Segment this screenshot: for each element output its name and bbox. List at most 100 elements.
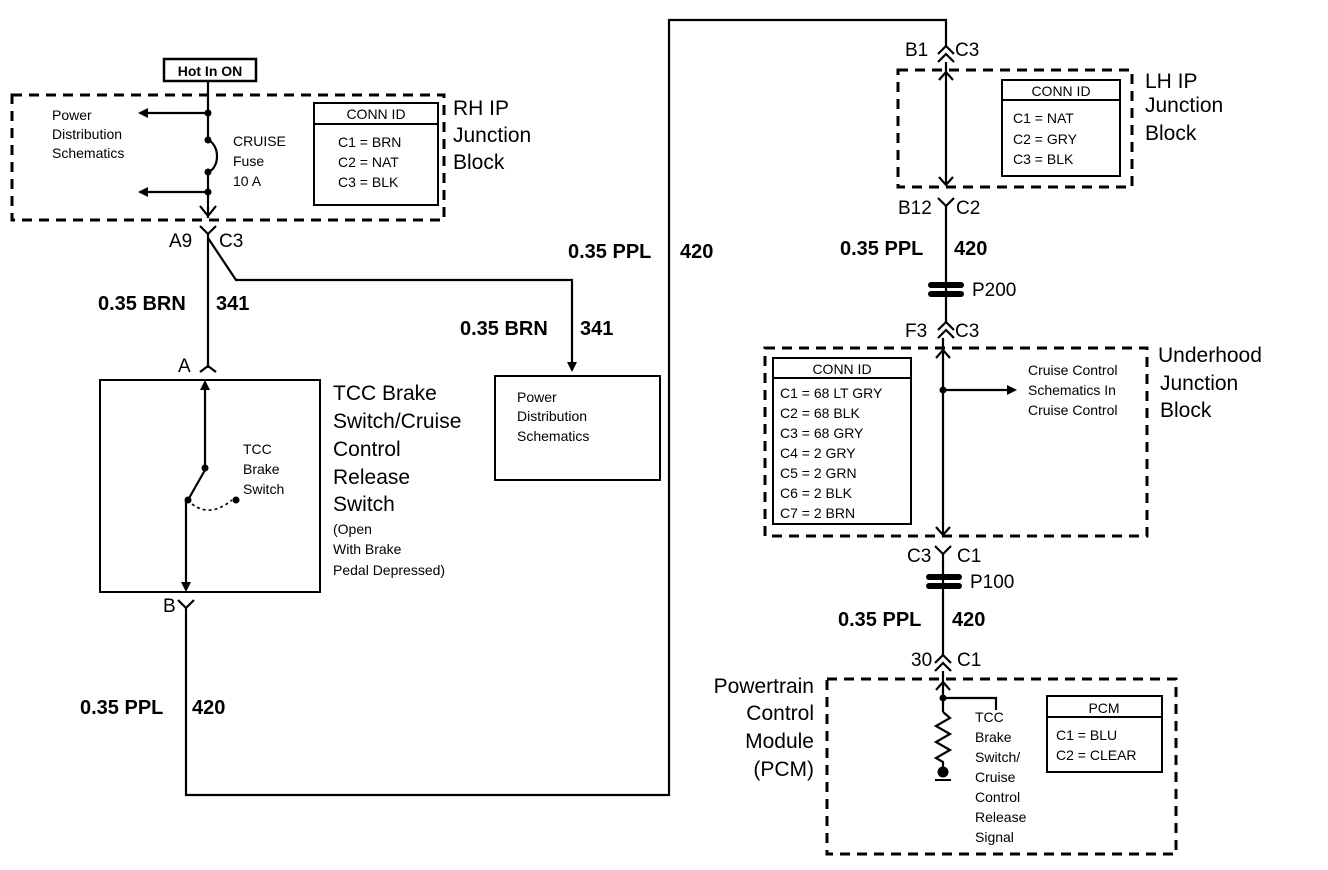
- svg-text:Junction: Junction: [1145, 94, 1223, 117]
- svg-text:LH IP: LH IP: [1145, 70, 1198, 93]
- svg-text:C3 = 68 GRY: C3 = 68 GRY: [780, 425, 864, 441]
- svg-text:P200: P200: [972, 280, 1016, 301]
- powertrain-control-module: Powertrain Control Module (PCM) TCC Brak…: [714, 671, 1178, 856]
- svg-text:Brake: Brake: [243, 461, 280, 477]
- svg-text:Switch: Switch: [243, 481, 284, 497]
- svg-text:C3: C3: [955, 40, 979, 61]
- svg-text:341: 341: [216, 293, 249, 315]
- svg-text:Junction: Junction: [1160, 372, 1238, 395]
- splice-p100: P100: [926, 572, 1014, 593]
- svg-text:TCC: TCC: [975, 709, 1004, 725]
- svg-text:0.35 PPL: 0.35 PPL: [568, 241, 651, 263]
- connector-b12-c2: B12 C2: [898, 197, 980, 219]
- svg-text:Hot In ON: Hot In ON: [178, 63, 243, 79]
- svg-text:RH IP: RH IP: [453, 97, 509, 120]
- svg-text:Cruise Control: Cruise Control: [1028, 402, 1117, 418]
- svg-text:TCC Brake: TCC Brake: [333, 382, 437, 405]
- cruise-fuse: [138, 81, 219, 218]
- svg-text:Block: Block: [1145, 122, 1197, 145]
- wire-label-ppl-top: 0.35 PPL 420: [568, 241, 713, 263]
- svg-text:CONN ID: CONN ID: [346, 106, 405, 122]
- svg-text:Schematics: Schematics: [517, 428, 589, 444]
- svg-text:Cruise Control: Cruise Control: [1028, 362, 1117, 378]
- svg-text:341: 341: [580, 318, 613, 340]
- svg-text:Module: Module: [745, 730, 814, 753]
- svg-text:Power: Power: [52, 107, 92, 123]
- svg-text:10 A: 10 A: [233, 173, 262, 189]
- svg-text:C5 = 2 GRN: C5 = 2 GRN: [780, 465, 857, 481]
- svg-text:Block: Block: [1160, 399, 1212, 422]
- svg-text:C6 = 2 BLK: C6 = 2 BLK: [780, 485, 853, 501]
- svg-text:Brake: Brake: [975, 729, 1012, 745]
- svg-text:0.35 PPL: 0.35 PPL: [838, 609, 921, 631]
- svg-text:C3 = BLK: C3 = BLK: [1013, 151, 1074, 167]
- svg-text:Release: Release: [333, 466, 410, 489]
- svg-text:C2 = 68 BLK: C2 = 68 BLK: [780, 405, 860, 421]
- svg-text:C3 = BLK: C3 = BLK: [338, 174, 399, 190]
- svg-text:C1 = BLU: C1 = BLU: [1056, 727, 1117, 743]
- svg-text:C1: C1: [957, 546, 981, 567]
- svg-text:C2 = NAT: C2 = NAT: [338, 154, 399, 170]
- svg-text:B12: B12: [898, 198, 932, 219]
- svg-text:C7 = 2 BRN: C7 = 2 BRN: [780, 505, 855, 521]
- wire-label-ppl-lh: 0.35 PPL 420: [840, 238, 987, 260]
- wire-label-brn-left: 0.35 BRN 341: [98, 293, 249, 315]
- rh-conn-id-table: CONN ID C1 = BRN C2 = NAT C3 = BLK: [313, 102, 439, 206]
- svg-text:Signal: Signal: [975, 829, 1014, 845]
- tcc-brake-switch: A TCC Brake Switch TCC Brake Switch/Crui…: [99, 356, 461, 617]
- underhood-junction-block: Cruise Control Schematics In Cruise Cont…: [763, 338, 1262, 538]
- svg-text:A: A: [178, 356, 191, 377]
- svg-text:C2: C2: [956, 198, 980, 219]
- connector-30-c1: 30 C1: [911, 650, 981, 672]
- svg-text:Fuse: Fuse: [233, 153, 264, 169]
- svg-text:B: B: [163, 596, 176, 617]
- wire-label-brn-right: 0.35 BRN 341: [460, 318, 613, 340]
- svg-text:F3: F3: [905, 321, 927, 342]
- svg-text:Schematics In: Schematics In: [1028, 382, 1116, 398]
- connector-f3-c3: F3 C3: [905, 320, 979, 342]
- svg-text:Junction: Junction: [453, 124, 531, 147]
- svg-text:Powertrain: Powertrain: [714, 675, 814, 698]
- svg-text:0.35 BRN: 0.35 BRN: [98, 293, 186, 315]
- hot-in-on-label: Hot In ON: [162, 57, 258, 83]
- svg-text:Power: Power: [517, 389, 557, 405]
- svg-text:TCC: TCC: [243, 441, 272, 457]
- connector-b1-c3: B1 C3: [905, 40, 979, 63]
- svg-text:420: 420: [680, 241, 713, 263]
- svg-text:C3: C3: [219, 231, 243, 252]
- svg-text:0.35 PPL: 0.35 PPL: [840, 238, 923, 260]
- svg-text:Control: Control: [975, 789, 1020, 805]
- lh-ip-junction-block: LH IP Junction Block CONN ID C1 = NAT C2…: [896, 62, 1223, 189]
- svg-text:C4 = 2 GRY: C4 = 2 GRY: [780, 445, 856, 461]
- svg-text:Switch: Switch: [333, 493, 395, 516]
- svg-text:30: 30: [911, 650, 932, 671]
- wire-label-ppl-pcm: 0.35 PPL 420: [838, 609, 985, 631]
- svg-text:420: 420: [192, 697, 225, 719]
- svg-text:With Brake: With Brake: [333, 541, 402, 557]
- svg-text:A9: A9: [169, 231, 192, 252]
- svg-text:Distribution: Distribution: [517, 408, 587, 424]
- svg-text:B1: B1: [905, 40, 928, 61]
- svg-text:PCM: PCM: [1088, 700, 1119, 716]
- svg-text:C2 = CLEAR: C2 = CLEAR: [1056, 747, 1137, 763]
- svg-text:Pedal Depressed): Pedal Depressed): [333, 562, 445, 578]
- svg-text:Underhood: Underhood: [1158, 344, 1262, 367]
- svg-text:C1 = BRN: C1 = BRN: [338, 134, 401, 150]
- svg-text:Distribution: Distribution: [52, 126, 122, 142]
- svg-text:420: 420: [954, 238, 987, 260]
- svg-text:Switch/: Switch/: [975, 749, 1020, 765]
- lh-conn-id-table: CONN ID C1 = NAT C2 = GRY C3 = BLK: [1001, 79, 1121, 177]
- svg-text:Schematics: Schematics: [52, 145, 124, 161]
- svg-text:C3: C3: [907, 546, 931, 567]
- svg-text:0.35 BRN: 0.35 BRN: [460, 318, 548, 340]
- svg-text:(PCM): (PCM): [753, 758, 814, 781]
- svg-text:Control: Control: [746, 702, 814, 725]
- svg-text:CONN ID: CONN ID: [1031, 83, 1090, 99]
- svg-text:Cruise: Cruise: [975, 769, 1016, 785]
- svg-text:C2 = GRY: C2 = GRY: [1013, 131, 1078, 147]
- svg-text:Switch/Cruise: Switch/Cruise: [333, 410, 461, 433]
- svg-text:P100: P100: [970, 572, 1014, 593]
- svg-text:C1 = 68 LT GRY: C1 = 68 LT GRY: [780, 385, 883, 401]
- svg-text:C1: C1: [957, 650, 981, 671]
- connector-c3-c1: C3 C1: [907, 545, 981, 567]
